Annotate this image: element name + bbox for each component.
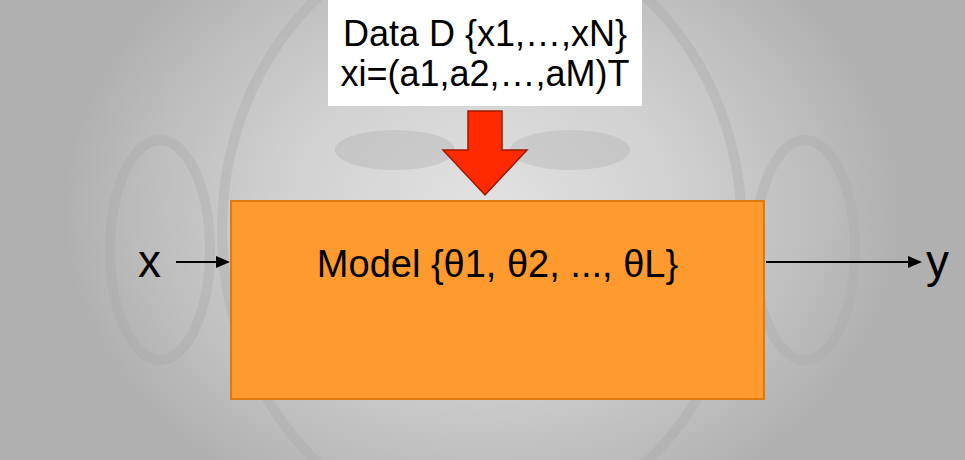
output-arrow xyxy=(766,256,922,268)
node-text: Data D {x1,…,xN} xyxy=(343,14,627,54)
data-box: Data D {x1,…,xN}xi=(a1,a2,…,aM)T xyxy=(328,0,642,106)
node-text: xi=(a1,a2,…,aM)T xyxy=(340,54,629,94)
output-label: y xyxy=(926,238,949,284)
model-box: Model {θ1, θ2, ..., θL} xyxy=(230,200,765,400)
block-arrow xyxy=(443,111,527,195)
input-label: x xyxy=(138,238,161,284)
node-text: Model {θ1, θ2, ..., θL} xyxy=(317,242,678,286)
input-arrow xyxy=(176,256,230,268)
